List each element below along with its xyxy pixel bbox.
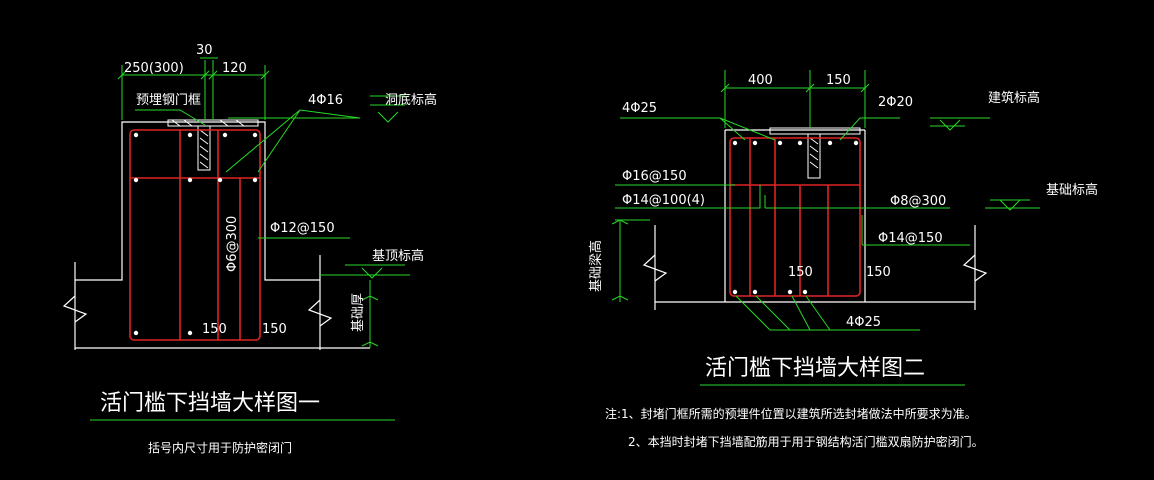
- label-base-top-elev: 基顶标高: [372, 248, 424, 264]
- drawing-two-title: 活门槛下挡墙大样图二: [705, 356, 925, 381]
- dim-250-300: 250(300): [124, 61, 184, 76]
- dimensions-two: [611, 70, 1040, 386]
- label-150-right: 150: [262, 322, 287, 337]
- rebar-dots-one: [133, 132, 258, 336]
- label-phi8-300: Φ8@300: [890, 194, 946, 209]
- label-2phi20: 2Φ20: [878, 95, 913, 110]
- rebar-one: [129, 129, 261, 341]
- label-phi14-150: Φ14@150: [878, 231, 943, 246]
- drawing-one-subtitle: 括号内尺寸用于防护密闭门: [148, 440, 292, 455]
- label-150-a: 150: [788, 265, 813, 280]
- dim-150-top: 150: [826, 73, 851, 88]
- note-line-1: 注:1、封堵门框所需的预埋件位置以建筑所选封堵做法中所要求为准。: [605, 406, 977, 421]
- dim-120: 120: [222, 61, 247, 76]
- concrete-outline-one: [62, 121, 370, 350]
- detail-drawing-two: 400 150 4Φ25 2Φ20 建筑标高 Φ16@150 Φ14@100(4…: [588, 70, 1098, 386]
- label-4phi16: 4Φ16: [308, 93, 343, 108]
- note-line-2: 2、本挡时封堵下挡墙配筋用于用于钢结构活门槛双扇防护密闭门。: [628, 434, 984, 449]
- rebar-dots-two: [732, 140, 859, 295]
- dim-400: 400: [748, 73, 773, 88]
- label-phi16-150: Φ16@150: [622, 169, 687, 184]
- label-4phi25-bottom: 4Φ25: [846, 315, 881, 330]
- label-phi6-300: Φ6@300: [225, 216, 240, 272]
- label-4phi25-top: 4Φ25: [622, 101, 657, 116]
- concrete-outline-two: [642, 129, 988, 310]
- label-arch-elev: 建筑标高: [988, 90, 1040, 106]
- label-base-thickness: 基础厚: [351, 293, 366, 332]
- rebar-two: [729, 137, 861, 297]
- label-phi14-100-4: Φ14@100(4): [622, 193, 705, 208]
- label-hole-bottom-elev: 洞底标高: [385, 92, 437, 108]
- label-phi12-150: Φ12@150: [270, 221, 335, 236]
- embedded-steel-frame-two: [769, 127, 861, 179]
- label-base-elev: 基础标高: [1046, 182, 1098, 198]
- label-150-b: 150: [866, 265, 891, 280]
- label-150-left: 150: [202, 322, 227, 337]
- general-notes: 注:1、封堵门框所需的预埋件位置以建筑所选封堵做法中所要求为准。 2、本挡时封堵…: [605, 406, 984, 449]
- detail-drawing-one: 250(300) 120 30 预埋钢门框 4Φ16 洞底标高 Φ12@150 …: [62, 43, 437, 455]
- embedded-steel-frame-one: [167, 119, 259, 171]
- dimensions-one: [90, 57, 410, 421]
- dim-30: 30: [196, 43, 213, 58]
- label-base-beam-height: 基础梁高: [588, 240, 604, 292]
- drawing-one-title: 活门槛下挡墙大样图一: [100, 391, 320, 416]
- label-embedded-plate: 预埋钢门框: [136, 93, 201, 108]
